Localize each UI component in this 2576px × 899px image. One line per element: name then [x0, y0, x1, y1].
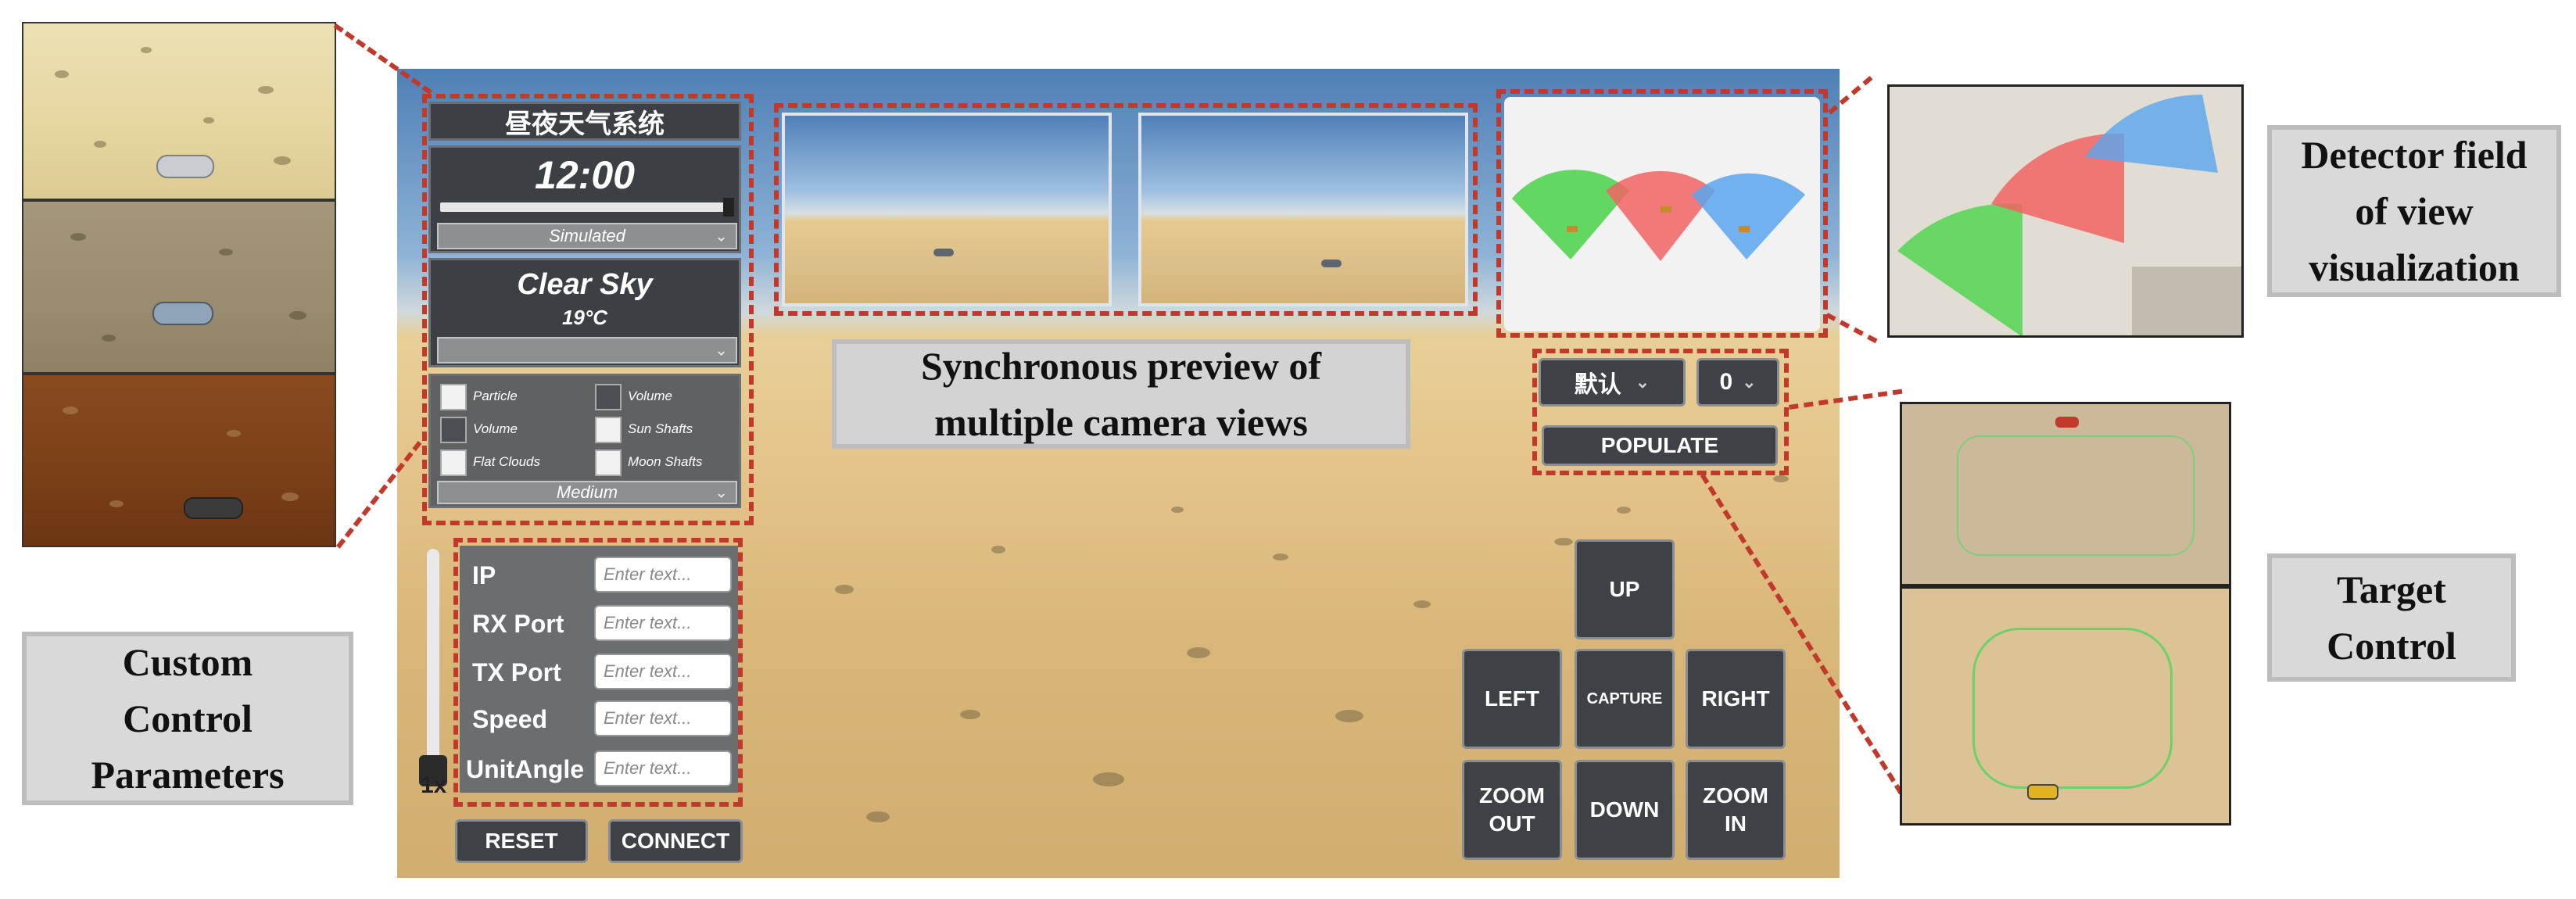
sync-preview-text: Synchronous preview of multiple camera v… [920, 344, 1322, 444]
count-dropdown[interactable]: 0 ⌄ [1696, 358, 1779, 407]
checkbox-label: Sun Shafts [628, 421, 693, 436]
car-icon [152, 302, 213, 325]
left-button[interactable]: LEFT [1462, 649, 1562, 749]
field-label-speed: Speed [472, 705, 548, 733]
annotation-target-box [1532, 349, 1789, 475]
checkbox-particle[interactable] [440, 384, 467, 410]
checkbox-label: Particle [473, 389, 518, 403]
weather-condition: Clear Sky [517, 268, 653, 301]
rx-port-input[interactable]: Enter text... [594, 605, 732, 641]
weather-dropdown[interactable]: ⌄ [437, 337, 737, 364]
field-label-rx-port: RX Port [472, 610, 564, 638]
fov-sectors-graphic [1512, 170, 1805, 261]
checkbox-label: Moon Shafts [628, 454, 703, 469]
quality-value: Medium [556, 482, 618, 502]
chevron-down-icon: ⌄ [715, 342, 728, 360]
connector-line [333, 23, 432, 95]
chevron-down-icon: ⌄ [715, 484, 728, 502]
car-icon [156, 155, 214, 178]
checkbox-volume-2[interactable] [440, 417, 467, 443]
down-button[interactable]: DOWN [1575, 760, 1675, 860]
capture-button[interactable]: CAPTURE [1575, 649, 1675, 749]
custom-control-label: Custom Control Parameters [22, 632, 353, 805]
tx-port-input[interactable]: Enter text... [594, 654, 732, 689]
speed-multiplier: 1x [421, 772, 447, 798]
fov-3d-thumbnail [1887, 84, 2244, 338]
chevron-down-icon: ⌄ [1742, 372, 1757, 392]
checkbox-sun-shafts[interactable] [595, 417, 622, 443]
target-top-view [1900, 402, 2231, 586]
weather-panel: Clear Sky 19°C ⌄ [428, 258, 741, 367]
custom-control-text: Custom Control Parameters [91, 640, 285, 797]
time-slider-handle[interactable] [723, 198, 734, 217]
speed-slider-handle[interactable] [419, 755, 447, 786]
time-slider[interactable] [440, 198, 734, 217]
checkbox-moon-shafts[interactable] [595, 450, 622, 476]
zoom-in-button[interactable]: ZOOM IN [1686, 760, 1786, 860]
cloud-settings-panel: Particle Volume Volume Sun Shafts Flat C… [428, 374, 741, 508]
car-icon [184, 497, 243, 519]
time-mode-dropdown[interactable]: Simulated ⌄ [437, 223, 737, 249]
checkbox-volume-1[interactable] [595, 384, 622, 410]
weather-system-title: 昼夜天气系统 [505, 109, 665, 139]
annotation-weather-box [422, 94, 754, 525]
preset-value: 默认 [1574, 372, 1621, 398]
speed-slider[interactable] [419, 549, 447, 786]
detector-fov-label: Detector field of view visualization [2267, 125, 2561, 297]
time-panel: 12:00 Simulated ⌄ [428, 145, 741, 253]
annotation-camera-box [774, 103, 1478, 316]
preset-dropdown[interactable]: 默认 ⌄ [1539, 358, 1686, 407]
temperature: 19°C [561, 306, 608, 329]
camera-preview-2 [1138, 113, 1468, 306]
red-car-icon [2055, 417, 2079, 428]
time-mode-value: Simulated [549, 226, 625, 245]
target-control-text: Target Control [2327, 568, 2456, 668]
populate-button[interactable]: POPULATE [1542, 425, 1778, 466]
chevron-down-icon: ⌄ [1635, 372, 1650, 392]
thumbnail-day [22, 22, 336, 200]
fov-3d-sectors-graphic [1897, 94, 2241, 335]
speed-input[interactable]: Enter text... [594, 700, 732, 736]
annotation-fov-box [1496, 89, 1828, 338]
chevron-down-icon: ⌄ [715, 227, 728, 245]
checkbox-label: Flat Clouds [473, 454, 540, 469]
quality-dropdown[interactable]: Medium ⌄ [437, 481, 737, 504]
checkbox-label: Volume [628, 389, 673, 403]
weather-title-bar: 昼夜天气系统 [428, 102, 741, 141]
yellow-car-icon [2027, 784, 2058, 800]
vehicle-icon [933, 249, 954, 256]
thumbnail-night [22, 374, 336, 547]
right-button[interactable]: RIGHT [1686, 649, 1786, 749]
zoom-out-button[interactable]: ZOOM OUT [1462, 760, 1562, 860]
field-label-unit-angle: UnitAngle [466, 755, 585, 783]
connect-button[interactable]: CONNECT [608, 819, 743, 863]
vehicle-icon [1321, 260, 1342, 267]
thumbnail-dusk [22, 200, 336, 374]
camera-preview-1 [782, 113, 1112, 306]
field-label-ip: IP [472, 561, 496, 589]
target-path-view [1900, 586, 2231, 826]
checkbox-flat-clouds[interactable] [440, 450, 467, 476]
checkbox-label: Volume [473, 421, 518, 436]
reset-button[interactable]: RESET [455, 819, 588, 863]
connection-panel: IP Enter text... RX Port Enter text... T… [460, 546, 738, 793]
up-button[interactable]: UP [1575, 539, 1675, 639]
ip-input[interactable]: Enter text... [594, 557, 732, 593]
fov-minimap [1504, 97, 1820, 331]
time-display: 12:00 [535, 153, 635, 197]
annotation-connection-box [453, 538, 743, 807]
count-value: 0 [1719, 369, 1733, 395]
field-label-tx-port: TX Port [472, 658, 561, 686]
sync-preview-label: Synchronous preview of multiple camera v… [832, 339, 1410, 449]
target-control-label: Target Control [2267, 553, 2516, 682]
detector-fov-text: Detector field of view visualization [2301, 133, 2528, 289]
unit-angle-input[interactable]: Enter text... [594, 750, 732, 786]
